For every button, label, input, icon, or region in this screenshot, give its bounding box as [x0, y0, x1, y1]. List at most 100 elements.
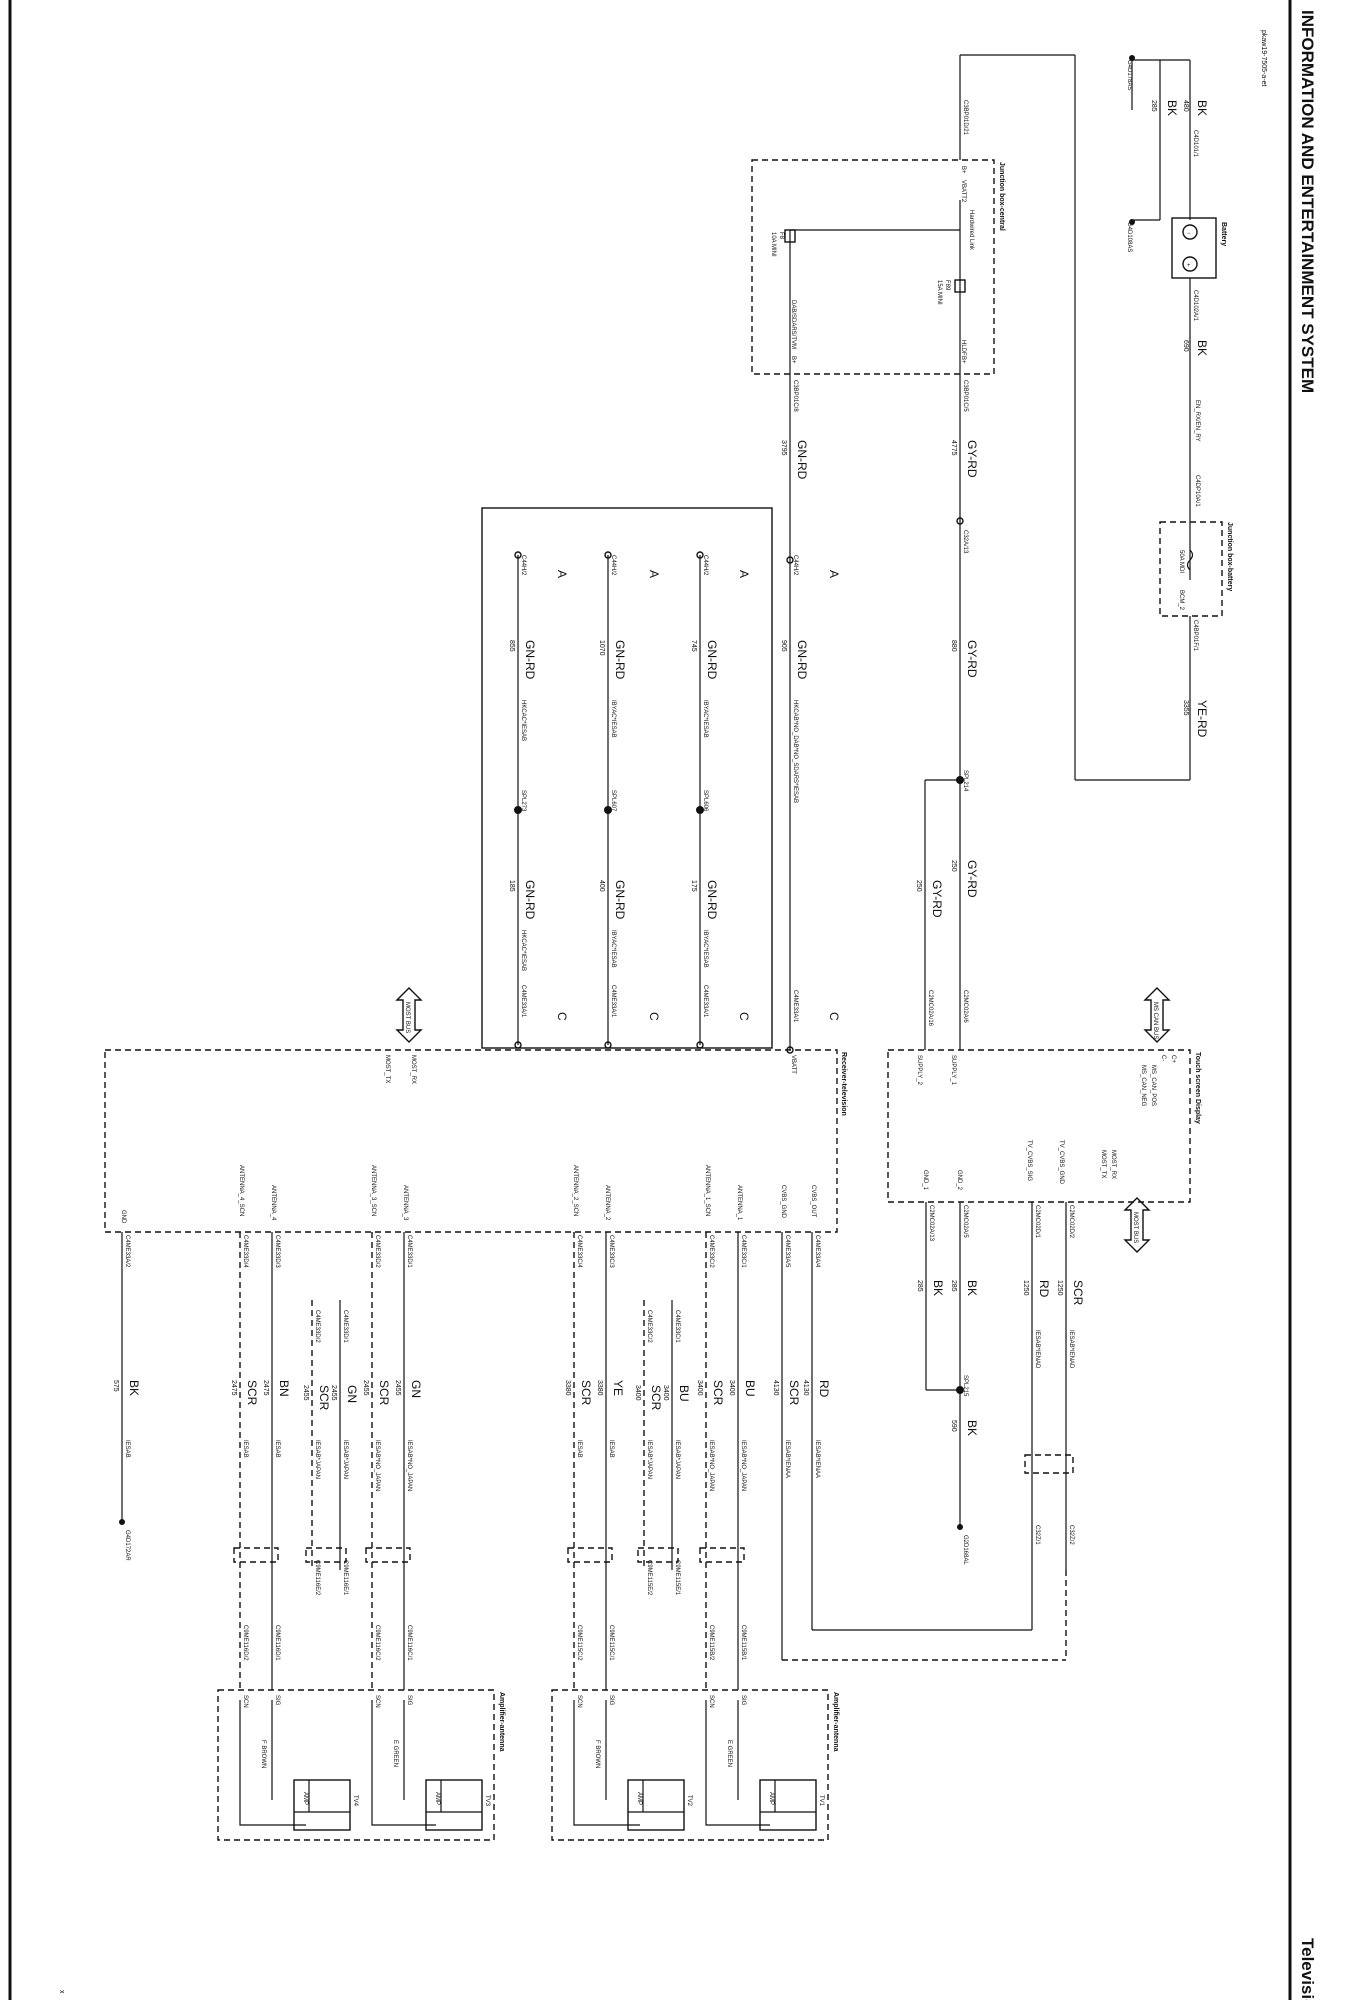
svg-text:SIG: SIG [274, 1695, 280, 1706]
svg-text:MOST_RX: MOST_RX [410, 1055, 416, 1084]
svg-text:2455: 2455 [394, 1380, 401, 1396]
junction-box-central: Junction box-central B+ VBATT2 Hardwired… [751, 159, 1005, 375]
svg-text:BK: BK [965, 1280, 979, 1296]
svg-text:4775: 4775 [950, 440, 957, 456]
svg-text:IESAB*JAPAN: IESAB*JAPAN [342, 1440, 348, 1479]
svg-text:C4BP01F/1: C4BP01F/1 [1192, 620, 1198, 652]
svg-text:10A MINI: 10A MINI [770, 232, 776, 257]
svg-text:C-: C- [1160, 1055, 1166, 1061]
svg-text:VBATT: VBATT [790, 1055, 796, 1074]
svg-text:C2MC02A/6: C2MC02A/6 [962, 990, 968, 1023]
svg-text:575: 575 [112, 1380, 119, 1392]
svg-text:HLDF: HLDF [960, 340, 966, 356]
svg-text:IESAB*JAPAN: IESAB*JAPAN [314, 1440, 320, 1479]
svg-text:RD: RD [817, 1380, 831, 1398]
svg-text:Junction box-battery: Junction box-battery [1226, 522, 1233, 591]
svg-text:IBYAC*IESAB: IBYAC*IESAB [702, 930, 708, 968]
svg-text:285: 285 [916, 1280, 923, 1292]
svg-text:SCR: SCR [579, 1380, 593, 1406]
svg-text:SCN: SCN [576, 1695, 582, 1708]
svg-text:G4D172AR: G4D172AR [124, 1530, 130, 1561]
svg-text:IESAB*NO_JAPAN: IESAB*NO_JAPAN [708, 1440, 714, 1491]
svg-text:C9ME115B/2: C9ME115B/2 [708, 1625, 714, 1661]
svg-text:C4ME33A/4: C4ME33A/4 [814, 1235, 820, 1268]
svg-text:F8: F8 [778, 232, 784, 240]
svg-text:C9ME116D/1: C9ME116D/1 [274, 1625, 280, 1661]
svg-text:SCR: SCR [787, 1380, 801, 1406]
svg-text:GY-RD: GY-RD [965, 440, 979, 478]
svg-text:400: 400 [598, 880, 605, 892]
svg-text:2475: 2475 [262, 1380, 269, 1396]
svg-text:MS_CAN_NEG: MS_CAN_NEG [1140, 1065, 1146, 1107]
svg-text:C9ME116C/1: C9ME116C/1 [406, 1625, 412, 1661]
svg-text:50A MDI: 50A MDI [1178, 550, 1184, 573]
svg-text:C4ME33C/2: C4ME33C/2 [708, 1235, 714, 1268]
svg-text:C32A/13: C32A/13 [962, 530, 968, 554]
svg-text:Junction box-central: Junction box-central [998, 162, 1005, 231]
svg-text:ANTENNA_1_SCN: ANTENNA_1_SCN [704, 1165, 710, 1216]
svg-text:4130: 4130 [802, 1380, 809, 1396]
svg-text:C4ME33D/2: C4ME33D/2 [314, 1310, 320, 1343]
section-title: Television [1298, 1938, 1317, 2000]
svg-text:3380: 3380 [564, 1380, 571, 1396]
svg-text:BK: BK [1165, 100, 1179, 116]
figure-id: pkaw19-7505-a-et [1260, 30, 1267, 86]
svg-text:ANTENNA_4_SCN: ANTENNA_4_SCN [238, 1165, 244, 1216]
svg-text:185: 185 [508, 880, 515, 892]
svg-text:3400: 3400 [696, 1380, 703, 1396]
svg-text:IESAB*NO_JAPAN: IESAB*NO_JAPAN [406, 1440, 412, 1491]
svg-text:SIG: SIG [740, 1695, 746, 1706]
svg-text:GN: GN [345, 1385, 359, 1403]
svg-text:GND_2: GND_2 [956, 1170, 962, 1191]
svg-text:MS CAN BUS: MS CAN BUS [1152, 1002, 1158, 1039]
svg-text:IESAB: IESAB [242, 1440, 248, 1458]
svg-text:YE-RD: YE-RD [1195, 700, 1209, 738]
svg-text:AMP: AMP [768, 1792, 774, 1805]
svg-text:C4ME33D/3: C4ME33D/3 [274, 1235, 280, 1268]
svg-text:C4ME33A/5: C4ME33A/5 [784, 1235, 790, 1268]
svg-text:IESAB*JAPAN: IESAB*JAPAN [646, 1440, 652, 1479]
svg-text:MOST_RX: MOST_RX [1110, 1150, 1116, 1179]
svg-text:GN-RD: GN-RD [523, 880, 537, 920]
svg-text:590: 590 [950, 1420, 957, 1432]
svg-text:C32Z/1: C32Z/1 [1034, 1525, 1040, 1545]
svg-text:855: 855 [508, 640, 515, 652]
svg-text:B+: B+ [790, 356, 796, 364]
svg-text:C4ME33A/1: C4ME33A/1 [610, 985, 616, 1018]
svg-text:C4ME33C/1: C4ME33C/1 [674, 1310, 680, 1343]
svg-text:C4ME33A/1: C4ME33A/1 [702, 985, 708, 1018]
svg-text:690: 690 [1182, 340, 1189, 352]
svg-text:C9ME116E/2: C9ME116E/2 [314, 1560, 320, 1596]
variant-group: A C C44H/2 GN-RD 905 HKCAB*NO_DAB*NO_SDA… [481, 507, 841, 1054]
svg-text:C: C [827, 1012, 841, 1021]
footer-mark: x [58, 1990, 65, 1994]
svg-text:480: 480 [1182, 100, 1189, 112]
svg-text:3400: 3400 [728, 1380, 735, 1396]
svg-text:C: C [647, 1012, 661, 1021]
svg-text:15A MINI: 15A MINI [936, 280, 942, 305]
svg-text:B+: B+ [960, 356, 966, 364]
svg-text:IESAB*JAPAN: IESAB*JAPAN [674, 1440, 680, 1479]
svg-text:GN-RD: GN-RD [795, 640, 809, 680]
battery [1171, 217, 1217, 279]
battery-section: BK 285 G4D178AS BK 480 C4D101/1 Battery … [959, 54, 1233, 781]
svg-text:F BROWN: F BROWN [260, 1740, 266, 1768]
svg-text:C4ME33A/2: C4ME33A/2 [124, 1235, 130, 1268]
svg-text:+: + [1187, 263, 1191, 269]
svg-text:SPL214: SPL214 [962, 770, 968, 792]
svg-text:IESAB*NO_JAPAN: IESAB*NO_JAPAN [740, 1440, 746, 1491]
feed-wires: C3BP01C/5 GY-RD 4775 C32A/13 GY-RD 880 S… [780, 374, 979, 1050]
svg-text:GN-RD: GN-RD [613, 640, 627, 680]
svg-text:SPL606: SPL606 [702, 790, 708, 812]
svg-text:−: − [1187, 231, 1191, 237]
svg-text:IESAB: IESAB [274, 1440, 280, 1458]
svg-text:A: A [827, 570, 841, 578]
svg-text:C+: C+ [1170, 1055, 1176, 1063]
svg-text:A: A [647, 570, 661, 578]
svg-text:Amplifier-antenna: Amplifier-antenna [498, 1692, 505, 1752]
svg-text:BK: BK [931, 1280, 945, 1296]
svg-text:YE: YE [611, 1380, 625, 1396]
svg-text:SCR: SCR [245, 1380, 259, 1406]
svg-text:3355: 3355 [1182, 700, 1189, 716]
